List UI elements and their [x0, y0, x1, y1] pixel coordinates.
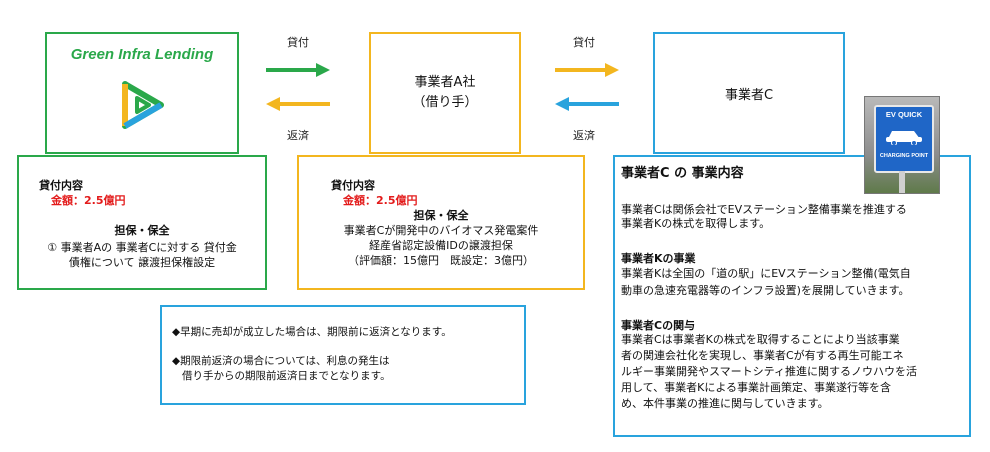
borrower-loan-detail-box: 貸付内容 金額：2.5億円 担保・保全 事業者Cが開発中のバイオマス発電案件 経…: [297, 155, 585, 290]
lender-box: Green Infra Lending: [45, 32, 239, 154]
ev-sign-top-text: EV QUICK: [885, 110, 923, 119]
lender-logo-icon: [122, 81, 164, 129]
panel-heading-c: 事業者Cの関与: [621, 319, 696, 332]
note-early-sale: ◆早期に売却が成立した場合は、期限前に返済となります。: [172, 326, 452, 338]
company-c-business-panel: 事業者C の 事業内容 事業者Cは関係会社でEVステーション整備事業を推進する …: [613, 155, 971, 437]
repay-arrow-right: [555, 97, 619, 111]
loan-amount: 金額：2.5億円: [51, 194, 126, 207]
panel-p3-line2: 者の関連会社化を実現し、事業者Cが有する再生可能エネ: [621, 349, 904, 362]
panel-p1-line1: 事業者Cは関係会社でEVステーション整備事業を推進する: [621, 203, 907, 216]
repay-arrow-left: [266, 97, 330, 111]
collateral-line-1: ① 事業者Aの 事業者Cに対する 貸付金: [47, 241, 237, 254]
panel-p3-line3: ルギー事業開発やスマートシティ推進に関するノウハウを活: [621, 365, 918, 378]
panel-heading-k: 事業者Kの事業: [621, 252, 696, 265]
loan-amount: 金額：2.5億円: [343, 194, 418, 207]
ev-sign-panel: EV QUICK CHARGING POINT: [874, 105, 934, 173]
collateral-line-2: 債権について 譲渡担保権設定: [68, 256, 216, 269]
loan-detail-heading: 貸付内容: [39, 179, 83, 192]
loan-label-left: 貸付: [287, 36, 309, 49]
note-early-repay-1: ◆期限前返済の場合については、利息の発生は: [172, 355, 390, 367]
loan-label-right: 貸付: [573, 36, 595, 49]
lender-loan-detail-box: 貸付内容 金額：2.5億円 担保・保全 ① 事業者Aの 事業者Cに対する 貸付金…: [17, 155, 267, 290]
lender-logo-text: Green Infra Lending: [70, 46, 214, 63]
repay-label-left: 返済: [287, 129, 309, 142]
panel-p3-line5: め、本件事業の推進に関与していきます。: [621, 397, 829, 410]
car-icon: [886, 131, 922, 145]
borrower-role: （借り手）: [412, 95, 478, 110]
note-early-repay-2: 借り手からの期限前返済日までとなります。: [182, 370, 391, 382]
collateral-heading: 担保・保全: [413, 209, 469, 222]
borrower-a-box: 事業者A社 （借り手）: [369, 32, 521, 154]
panel-p3-line4: 用して、事業者Kによる事業計画策定、事業遂行等を含: [621, 381, 892, 394]
collateral-line-3: （評価額：15億円 既設定：3億円）: [348, 254, 534, 267]
collateral-heading: 担保・保全: [114, 224, 170, 237]
ev-charging-sign-photo: EV QUICK CHARGING POINT: [864, 96, 940, 194]
loan-arrow-left: [266, 63, 330, 77]
borrower-name: 事業者A社: [414, 75, 476, 90]
loan-arrow-right: [555, 63, 619, 77]
collateral-line-1: 事業者Cが開発中のバイオマス発電案件: [343, 224, 539, 237]
company-c-box: 事業者C: [653, 32, 845, 154]
panel-p2-line2: 動車の急速充電器等のインフラ設置)を展開していきます。: [621, 284, 910, 297]
notes-box: ◆早期に売却が成立した場合は、期限前に返済となります。 ◆期限前返済の場合につい…: [160, 305, 526, 405]
panel-p3-line1: 事業者Cは事業者Kの株式を取得することにより当該事業: [621, 333, 900, 346]
panel-p2-line1: 事業者Kは全国の「道の駅」にEVステーション整備(電気自: [621, 267, 911, 280]
loan-detail-heading: 貸付内容: [331, 179, 375, 192]
collateral-line-2: 経産省認定設備IDの譲渡担保: [369, 239, 513, 252]
company-c-name: 事業者C: [724, 87, 774, 103]
panel-title: 事業者C の 事業内容: [621, 166, 744, 181]
repay-label-right: 返済: [573, 129, 595, 142]
panel-p1-line2: 事業者Kの株式を取得します。: [621, 217, 771, 230]
ev-sign-post: [899, 171, 905, 193]
ev-sign-bottom-text: CHARGING POINT: [879, 153, 929, 159]
